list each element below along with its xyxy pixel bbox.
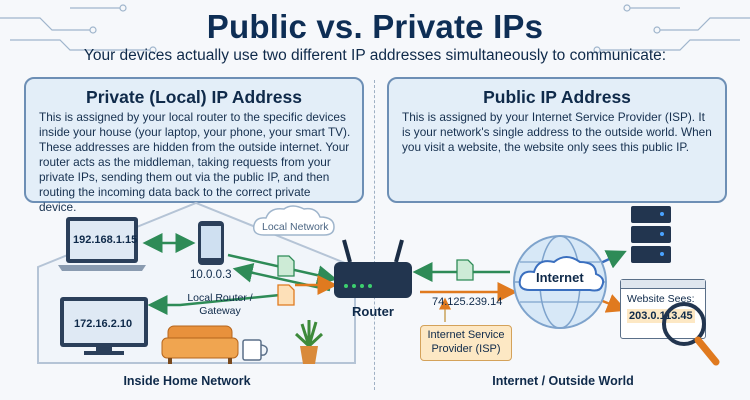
phone-ip: 10.0.0.3: [190, 269, 232, 281]
globe-icon: [513, 235, 607, 329]
laptop-icon: [58, 217, 146, 271]
internet-label: Internet: [536, 270, 584, 285]
private-ip-panel: Private (Local) IP Address This is assig…: [24, 77, 364, 214]
document-icon: [456, 259, 474, 281]
page-title: Public vs. Private IPs: [206, 8, 544, 45]
server-icon: [631, 206, 671, 263]
local-network-label: Local Network: [262, 221, 329, 233]
public-panel-body: This is assigned by your Internet Servic…: [402, 110, 712, 154]
public-ip-panel: Public IP Address This is assigned by yo…: [387, 77, 727, 203]
magnifier-icon: [662, 302, 720, 366]
private-panel-body: This is assigned by your local router to…: [39, 110, 351, 214]
inside-home-label: Inside Home Network: [123, 374, 251, 388]
sofa-icon: [161, 325, 239, 364]
router-label: Router: [352, 304, 394, 319]
document-icon: [277, 284, 295, 306]
isp-label: Internet Service Provider (ISP): [427, 329, 505, 355]
isp-box: [420, 325, 512, 361]
website-sees-label: Website Sees:: [627, 293, 695, 305]
plant-icon: [294, 320, 324, 364]
laptop-ip: 192.168.1.15: [73, 234, 138, 246]
page-subtitle: Your devices actually use two different …: [83, 47, 667, 64]
tv-ip: 172.16.2.10: [74, 318, 133, 330]
mug-icon: [242, 339, 268, 361]
section-divider: [374, 80, 375, 390]
outside-world-label: Internet / Outside World: [492, 374, 634, 388]
circuit-decoration: [0, 4, 750, 54]
public-panel-title: Public IP Address: [483, 87, 631, 107]
cloud-icon: [252, 205, 335, 236]
tv-icon: [60, 297, 148, 355]
public-ip-label: 74.125.239.14: [432, 296, 503, 308]
private-panel-title: Private (Local) IP Address: [86, 87, 302, 107]
phone-icon: [198, 221, 224, 265]
router-caption: Local Router / Gateway: [187, 292, 253, 317]
document-icon: [277, 255, 295, 277]
website-sees-ip: 203.0.113.45: [627, 309, 695, 323]
router-icon: [334, 239, 412, 298]
